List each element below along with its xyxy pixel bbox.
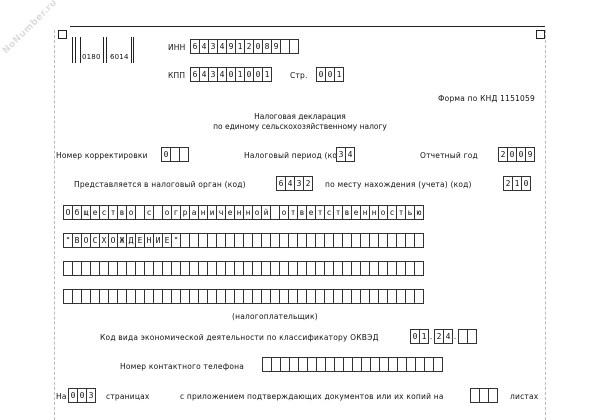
authority-digit-cell[interactable]: 2 (303, 176, 313, 191)
taxpayer-char-cell[interactable] (414, 261, 424, 276)
barcode-right-number: 6014 (110, 53, 129, 61)
taxpayer-name-row[interactable] (63, 289, 424, 304)
location-code-label: по месту нахождения (учета) (код) (325, 180, 472, 189)
taxpayer-caption: (налогоплательщик) (232, 312, 318, 321)
okved-separator: . (453, 332, 457, 341)
okved-separator: . (429, 332, 433, 341)
attachment-digit-cell[interactable] (488, 388, 498, 403)
kpp-digit-cell[interactable]: 1 (262, 67, 272, 82)
corner-marker-left (58, 30, 67, 39)
taxpayer-char-cell[interactable] (414, 233, 424, 248)
taxpayer-name-row[interactable] (63, 261, 424, 276)
inn-digit-cell[interactable] (289, 39, 299, 54)
form-title-line2: по единому сельскохозяйственному налогу (213, 122, 387, 131)
form-code: Форма по КНД 1151059 (438, 94, 535, 103)
page-number-label: Стр. (290, 71, 308, 80)
form-title: Налоговая декларация по единому сельскох… (150, 112, 450, 132)
right-margin-line (545, 30, 546, 420)
pages-middle-label: страницах (106, 392, 150, 401)
pages-prefix: На (56, 392, 67, 401)
phone-label: Номер контактного телефона (120, 362, 245, 371)
taxpayer-char-cell[interactable]: ю (414, 205, 424, 220)
kpp-label: КПП (168, 71, 186, 80)
correction-number-field[interactable]: 0 (161, 147, 189, 162)
phone-digit-cell[interactable] (433, 357, 443, 372)
page-digit-cell[interactable]: 1 (334, 67, 344, 82)
location-digit-cell[interactable]: 0 (521, 176, 531, 191)
okved-digit-cell[interactable] (467, 329, 477, 344)
period-digit-cell[interactable]: 4 (345, 147, 355, 162)
correction-number-label: Номер корректировки (56, 151, 148, 160)
okved-digit-cell[interactable]: 4 (443, 329, 453, 344)
attachment-sheets-field[interactable] (470, 388, 498, 403)
okved-digit-cell[interactable]: 1 (419, 329, 429, 344)
barcode-left-number: 0180 (82, 53, 101, 61)
corner-marker-right (536, 30, 545, 39)
watermark: NoNumber.ru (1, 0, 60, 57)
inn-label: ИНН (168, 43, 186, 52)
tax-authority-label: Представляется в налоговый орган (код) (74, 180, 246, 189)
barcode: 0180 6014 (72, 37, 134, 63)
phone-number-field[interactable] (262, 357, 443, 372)
sheets-suffix: листах (510, 392, 539, 401)
okved-label: Код вида экономической деятельности по к… (100, 333, 379, 342)
taxpayer-char-cell[interactable] (414, 289, 424, 304)
report-year-label: Отчетный год (420, 151, 478, 160)
year-digit-cell[interactable]: 9 (525, 147, 535, 162)
left-margin-line (54, 30, 55, 420)
correction-digit-cell[interactable] (179, 147, 189, 162)
top-border-line (70, 26, 545, 27)
pages-digit-cell[interactable]: 3 (86, 388, 96, 403)
tax-period-label: Налоговый период (код) (244, 151, 346, 160)
form-title-line1: Налоговая декларация (254, 112, 346, 121)
attachments-label: с приложением подтверждающих документов … (180, 392, 444, 401)
